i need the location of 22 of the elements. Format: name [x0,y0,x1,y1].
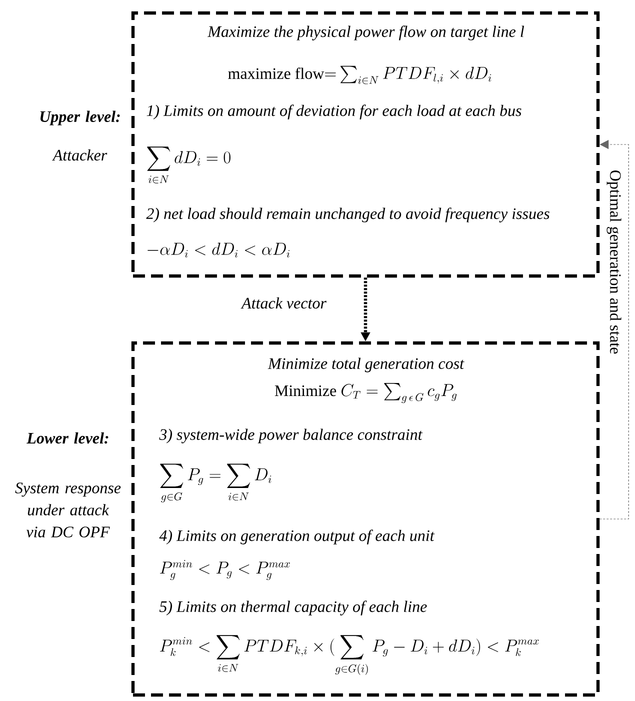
level-label: Attacker [52,149,108,161]
edge-label: Optimal generation and state [606,170,622,354]
level-label: Upper level: [40,110,120,126]
constraint-text: 4) Limits on generation output of each unit [159,530,435,544]
formula: $P_k^{min} < \sum_{i\in N} PTDF_{k,i}\times (\sum_{g\in G(i)} P_g - D_i + dD_i) < P_k^{max}$ [160,635,539,675]
formula: $\mathrm{maximize\ flow}{=}\sum_{i\in N} PTDF_{l,i}\times dD_i$ [228,66,492,84]
formula: $P_g^{min} < P_g < P_g^{max}$ [160,560,290,580]
formula: $-\alpha D_i < dD_i < \alpha D_i$ [148,242,290,258]
level-label: System response under attack via DC OPF [15,482,121,538]
level-label: Lower level: [26,432,108,444]
process-box [131,11,600,278]
formula: $\sum_{g\in G} P_g = \sum_{i\in N} D_i$ [160,464,272,502]
constraint-text: 3) system-wide power balance constraint [159,428,423,444]
constraint-text: 1) Limits on amount of deviation for each load at each bus [146,104,522,120]
objective-text: Maximize the physical power flow on target line l [207,26,524,40]
formula: $\mathrm{Minimize}\ C_T = \sum_{g\,\epsilon\,G} c_g P_g$ [274,383,457,404]
edge-label: Attack vector [240,297,326,309]
process-box [131,341,600,697]
objective-text: Minimize total generation cost [268,358,464,372]
constraint-text: 2) net load should remain unchanged to avoid frequency issues [146,208,550,222]
constraint-text: 5) Limits on thermal capacity of each line [159,600,427,616]
formula: $\sum_{i\in N} dD_i = 0$ [147,146,230,184]
